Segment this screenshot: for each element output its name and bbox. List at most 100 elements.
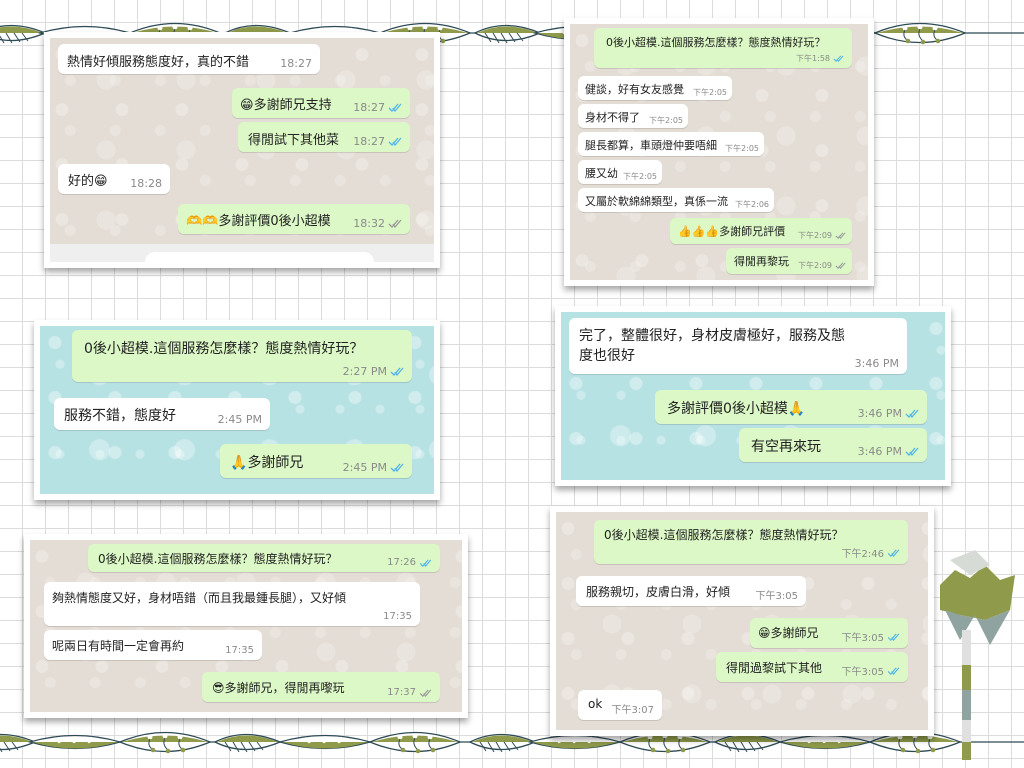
read-double-tick-icon	[887, 549, 900, 557]
message-text-line2: 度也很好	[579, 348, 635, 364]
message-text: 0後小超模.這個服務怎麼樣？態度熱情好玩？	[606, 36, 826, 49]
message-time: 下午2:06	[735, 200, 769, 209]
message-text: 多謝評價0後小超模	[667, 401, 788, 417]
message-incoming: 健談，好有女友感覺 下午2:05	[578, 76, 732, 100]
sent-double-tick-icon	[388, 219, 402, 228]
message-time: 3:46 PM	[857, 407, 902, 420]
message-time: 18:28	[130, 177, 162, 190]
message-time: 3:46 PM	[857, 445, 902, 458]
message-outgoing: 🙏多謝師兄 2:45 PM	[220, 444, 412, 478]
read-double-tick-icon	[833, 55, 844, 62]
message-outgoing: 得閒試下其他菜 18:27	[238, 122, 410, 152]
message-text: 0後小超模.這個服務怎麼樣？態度熱情好玩？	[604, 528, 844, 542]
chat-area: 完了，整體很好，身材皮膚極好，服務及態 度也很好 3:46 PM 多謝評價0後小…	[561, 312, 945, 480]
sent-double-tick-icon	[835, 262, 846, 269]
chat-area: 熱情好傾服務態度好，真的不錯 18:27 😁多謝師兄支持 18:27 得閒試下其…	[50, 38, 434, 262]
message-text: 腰又幼	[585, 167, 618, 180]
message-incoming: 完了，整體很好，身材皮膚極好，服務及態 度也很好 3:46 PM	[569, 318, 907, 374]
message-time: 下午2:05	[725, 144, 759, 153]
read-double-tick-icon	[388, 137, 402, 146]
message-time: 17:35	[383, 611, 412, 622]
message-text: 得閒試下其他菜	[248, 133, 340, 148]
message-text: 多謝師兄	[247, 455, 304, 471]
grin-emoji-icon: 😁	[240, 98, 254, 113]
read-double-tick-icon	[905, 447, 919, 456]
tree-illustration	[940, 550, 1015, 760]
message-incoming: 服務親切，皮膚白滑，好傾 下午3:05	[576, 576, 806, 606]
message-text: 呢兩日有時間一定會再約	[52, 639, 185, 653]
message-text: 得閒過黎試下其他	[726, 661, 823, 675]
message-outgoing: 0後小超模.這個服務怎麼樣？態度熱情好玩？ 2:27 PM	[72, 330, 412, 382]
message-time: 18:27	[353, 135, 385, 148]
message-incoming: 服務不錯，態度好 2:45 PM	[54, 398, 270, 430]
chat-area: 0後小超模.這個服務怎麼樣？態度熱情好玩？ 17:26 夠熱情態度又好，身材唔錯…	[30, 540, 462, 712]
message-time: 下午2:09	[798, 261, 832, 270]
folded-hands-emoji-icon: 🙏	[787, 401, 806, 417]
read-double-tick-icon	[419, 559, 432, 567]
message-text: 熱情好傾服務態度好，真的不錯	[67, 55, 250, 70]
message-outgoing: 0後小超模.這個服務怎麼樣？態度熱情好玩？ 17:26	[88, 544, 440, 572]
chat-screenshot-panel-4: 完了，整體很好，身材皮膚極好，服務及態 度也很好 3:46 PM 多謝評價0後小…	[555, 306, 951, 486]
message-time: 下午3:05	[755, 591, 798, 602]
chat-screenshot-panel-1: 熱情好傾服務態度好，真的不錯 18:27 😁多謝師兄支持 18:27 得閒試下其…	[44, 32, 440, 268]
message-time: 17:35	[225, 645, 254, 656]
message-outgoing: 😎多謝師兄，得閒再嚟玩 17:37	[202, 672, 440, 702]
message-text: 腿長都算，車頭燈仲要唔細	[585, 139, 717, 152]
message-incoming: 身材不得了 下午2:05	[578, 104, 688, 128]
message-text: 服務不錯，態度好	[64, 408, 176, 424]
folded-hands-emoji-icon: 🙏	[230, 455, 248, 471]
message-incoming: 呢兩日有時間一定會再約 17:35	[44, 630, 262, 660]
message-incoming: 腿長都算，車頭燈仲要唔細 下午2:05	[578, 132, 764, 156]
sent-double-tick-icon	[419, 689, 432, 697]
message-text: 多謝評價0後小超模	[218, 214, 331, 229]
chat-area: 0後小超模.這個服務怎麼樣？態度熱情好玩？ 2:27 PM 服務不錯，態度好 2…	[40, 326, 434, 494]
message-time: 下午2:46	[841, 549, 884, 560]
sunglasses-emoji-icon: 😎	[212, 681, 225, 695]
grin-emoji-icon: 😁	[758, 626, 771, 640]
message-time: 下午2:09	[798, 231, 832, 240]
message-text: 多謝師兄，得閒再嚟玩	[224, 681, 345, 695]
message-text: 健談，好有女友感覺	[585, 83, 684, 96]
message-time: 17:26	[387, 557, 416, 568]
message-outgoing: 🫶🫶多謝評價0後小超模 18:32	[178, 204, 410, 234]
message-time: 18:27	[353, 101, 385, 114]
message-time: 下午3:05	[841, 667, 884, 678]
message-time: 2:27 PM	[342, 365, 387, 378]
message-outgoing: 多謝評價0後小超模🙏 3:46 PM	[655, 390, 927, 424]
message-text: 0後小超模.這個服務怎麼樣？態度熱情好玩？	[84, 341, 364, 357]
chat-area: 0後小超模.這個服務怎麼樣？態度熱情好玩？ 下午1:58 健談，好有女友感覺 下…	[570, 24, 868, 280]
message-outgoing: 得閒過黎試下其他 下午3:05	[716, 652, 908, 682]
read-double-tick-icon	[887, 633, 900, 641]
read-double-tick-icon	[905, 409, 919, 418]
chat-screenshot-panel-3: 0後小超模.這個服務怎麼樣？態度熱情好玩？ 2:27 PM 服務不錯，態度好 2…	[34, 320, 440, 500]
message-outgoing: 0後小超模.這個服務怎麼樣？態度熱情好玩？ 下午1:58	[594, 28, 852, 68]
message-incoming: 腰又幼 下午2:05	[578, 160, 662, 184]
read-double-tick-icon	[390, 463, 404, 472]
heart-hands-emoji-icon: 🫶🫶	[186, 214, 219, 229]
message-time: 下午2:05	[649, 116, 683, 125]
message-text: 有空再來玩	[751, 439, 821, 455]
message-time: 17:37	[387, 687, 416, 698]
message-text: 身材不得了	[585, 111, 640, 124]
message-time: 下午3:05	[841, 633, 884, 644]
message-time: 下午1:58	[796, 54, 830, 63]
message-outgoing: 👍👍👍多謝師兄評價 下午2:09	[670, 218, 852, 244]
grin-emoji-icon: 😁	[94, 174, 108, 189]
message-time: 3:46 PM	[854, 357, 899, 370]
chat-screenshot-panel-2: 0後小超模.這個服務怎麼樣？態度熱情好玩？ 下午1:58 健談，好有女友感覺 下…	[564, 18, 874, 286]
message-text: 又屬於軟綿綿類型，真係一流	[585, 195, 728, 208]
read-double-tick-icon	[388, 103, 402, 112]
chat-area: 0後小超模.這個服務怎麼樣？態度熱情好玩？ 下午2:46 服務親切，皮膚白滑，好…	[556, 512, 928, 730]
chat-screenshot-panel-5: 0後小超模.這個服務怎麼樣？態度熱情好玩？ 17:26 夠熱情態度又好，身材唔錯…	[24, 534, 468, 718]
message-incoming: 熱情好傾服務態度好，真的不錯 18:27	[58, 44, 320, 74]
message-outgoing: 0後小超模.這個服務怎麼樣？態度熱情好玩？ 下午2:46	[594, 520, 908, 564]
message-incoming: 夠熱情態度又好，身材唔錯（而且我最鍾長腿），又好傾 17:35	[44, 582, 420, 626]
message-outgoing: 😁多謝師兄 下午3:05	[750, 618, 908, 648]
message-incoming: 好的😁 18:28	[58, 164, 170, 194]
message-text: 夠熱情態度又好，身材唔錯（而且我最鍾長腿），又好傾	[52, 591, 347, 605]
message-text: 多謝師兄	[770, 626, 819, 640]
message-incoming: 又屬於軟綿綿類型，真係一流 下午2:06	[578, 188, 774, 212]
message-outgoing: 得閒再黎玩 下午2:09	[726, 248, 852, 274]
sent-double-tick-icon	[835, 232, 846, 239]
message-time: 2:45 PM	[217, 413, 262, 426]
